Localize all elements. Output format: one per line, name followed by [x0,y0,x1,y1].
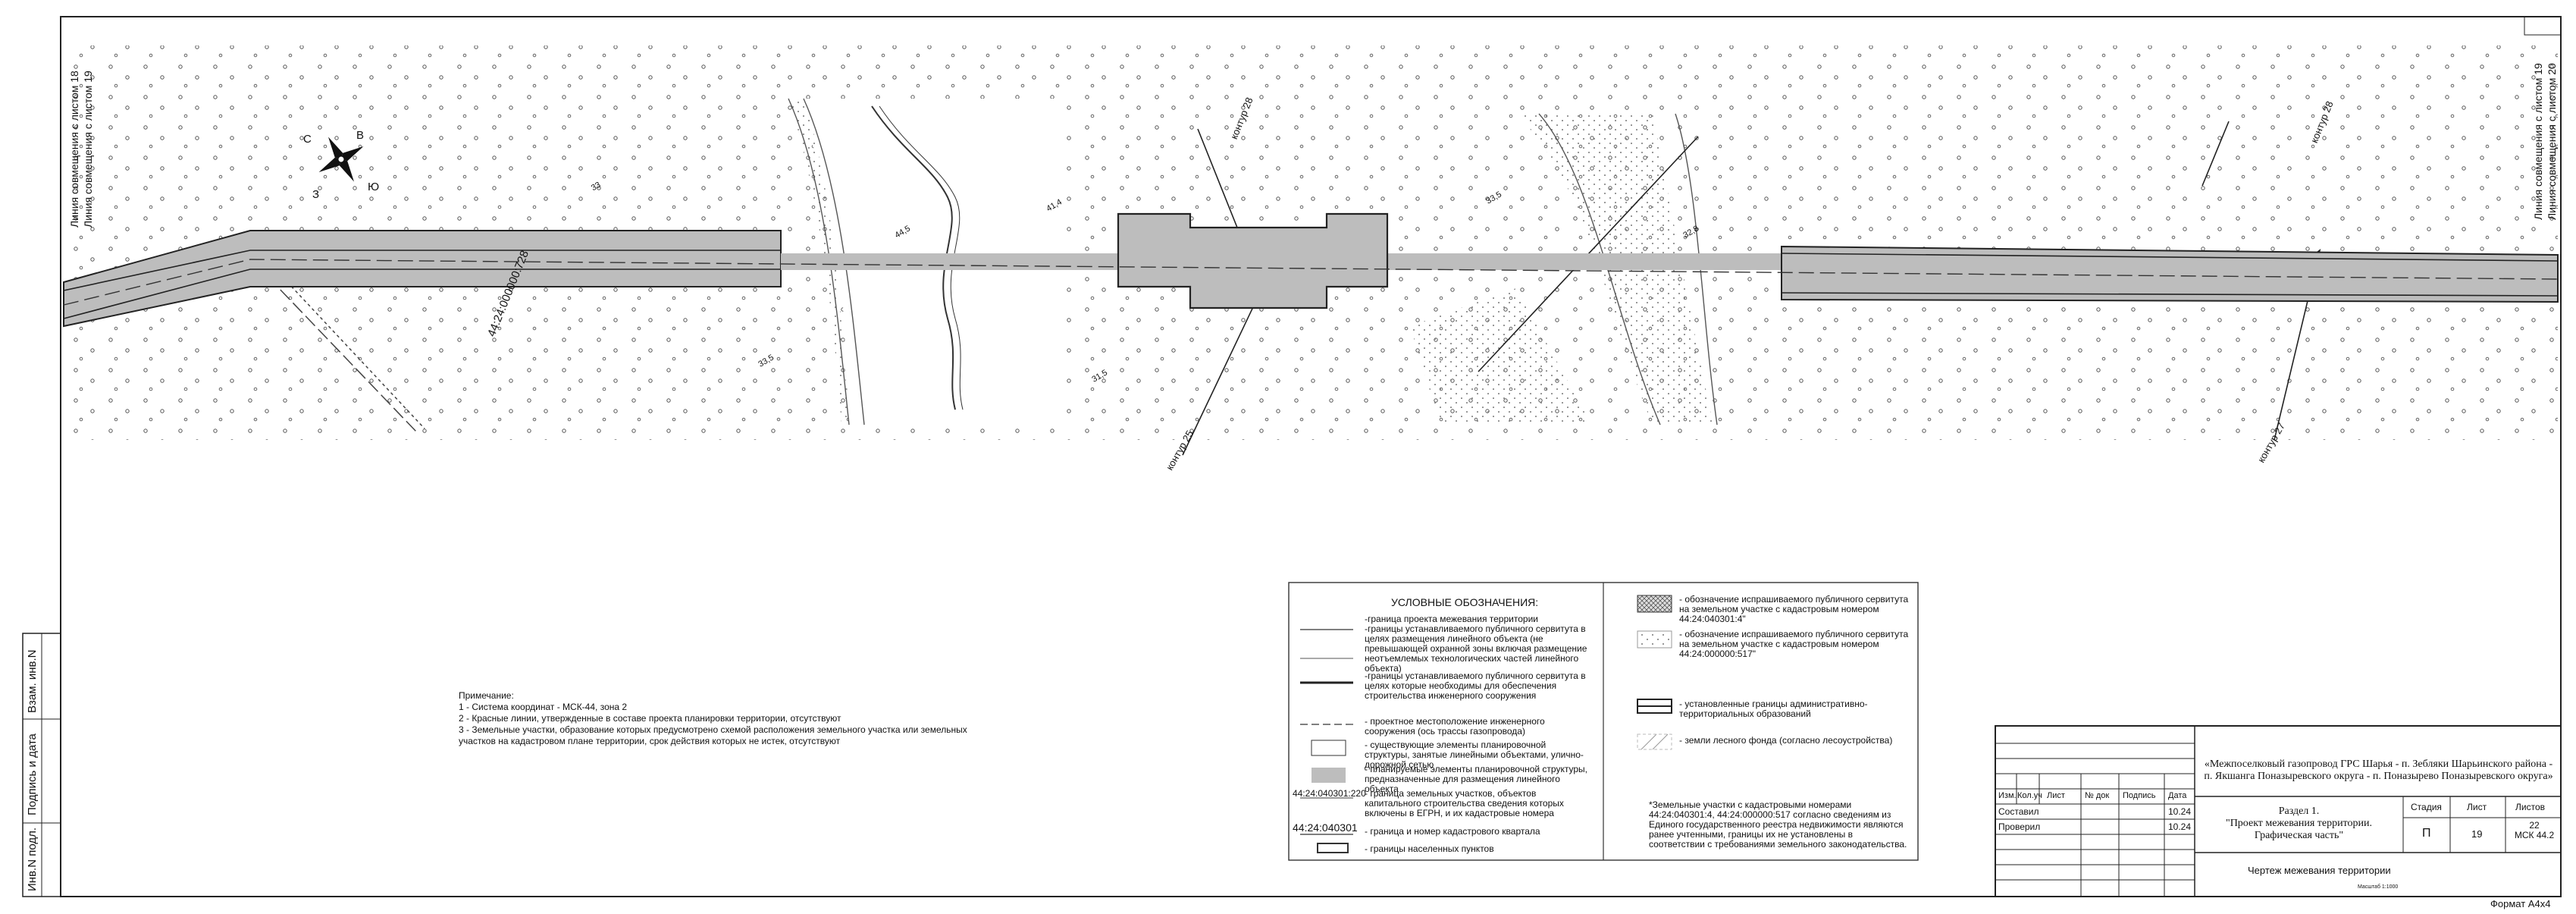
match-line-left-1: Линия совмещения с листом 18 [68,71,80,228]
legend-item: - установленные границы административно-… [1679,699,1868,719]
note-item: 1 - Система координат - МСК-44, зона 2 [459,702,628,712]
project-title: «Межпоселковый газопровод ГРС Шарья - п.… [2204,759,2553,782]
notes-block: Примечание: 1 - Система координат - МСК-… [459,690,974,747]
legend-quarter-example: 44:24:040301 [1293,821,1358,834]
corner-box [2524,16,2562,36]
sheets-value: 22 МСК 44.2 [2514,820,2555,840]
section-title: Раздел 1. "Проект межевания территории. … [2225,806,2373,841]
compiled-label: Составил [1998,806,2039,817]
pipeline-axis [63,259,2559,306]
legend-item: - граница и номер кадастрового квартала [1365,826,1540,837]
side-inv-label: Инв.N подл. [26,827,39,891]
compass-south: Ю [368,181,380,193]
outer-frame [60,16,2562,897]
legend-item: - обозначение испрашиваемого публичного … [1679,594,1909,624]
legend-item: - земли лесного фонда (согласно лесоустр… [1679,735,1893,746]
sheet-value: 19 [2471,828,2483,840]
title-block [1995,725,2562,897]
match-line-left-2: Линия совмещения с листом 19 [82,71,94,228]
notes-title: Примечание: [459,690,514,701]
legend-item: - существующие элементы планировочной ст… [1365,740,1584,770]
legend-title: УСЛОВНЫЕ ОБОЗНАЧЕНИЯ: [1391,596,1539,608]
corridor-west [63,230,782,328]
legend-item: -граница проекта межевания территории [1365,614,1538,624]
compass-west: З [312,188,320,201]
col-doc: № док [2085,791,2110,800]
winding-road [871,105,956,410]
construction-site [1117,212,1389,309]
match-line-right-1: Линия совмещения с листом 19 [2532,63,2544,220]
col-sign: Подпись [2123,791,2156,800]
col-list: Лист [2047,791,2065,800]
drawing-name: Чертеж межевания территории [2248,865,2391,876]
side-replace-label: Взам. инв.N [26,649,39,713]
corridor-east [1781,245,2559,303]
legend-item: - обозначение испрашиваемого публичного … [1679,629,1909,659]
stage-value: П [2422,827,2431,840]
sheet-label: Лист [2467,802,2487,812]
col-date: Дата [2168,791,2187,800]
legend-parcel-example: 44:24:040301:220 [1293,788,1366,799]
legend-item: - граница земельных участков, объектов к… [1365,788,1564,818]
legend-item: - границы населенных пунктов [1365,843,1494,854]
side-sign-label: Подпись и дата [26,733,39,815]
legend-footnote: *Земельные участки с кадастровыми номера… [1649,799,1907,850]
checked-label: Проверил [1998,821,2041,832]
road-line [788,98,850,426]
format-label: Формат А4х4 [2490,898,2551,909]
compass-east: В [356,129,365,142]
contour-line [1197,128,1244,243]
compass-icon [318,137,364,182]
sheets-label: Листов [2515,802,2545,812]
date-2: 10.24 [2168,821,2192,832]
legend-item: - планируемые элементы планировочной стр… [1365,764,1587,794]
legend-item: -границы устанавливаемого публичного сер… [1365,623,1587,674]
legend-item: - проектное местоположение инженерного с… [1365,716,1545,737]
scale-text: Масштаб 1:1000 [2358,884,2399,890]
compass-north: С [303,133,312,146]
col-izm: Изм. [1998,791,2017,800]
date-1: 10.24 [2168,806,2192,817]
legend-item: -границы устанавливаемого публичного сер… [1365,671,1586,701]
col-kol: Кол.уч [2017,791,2042,800]
stage-label: Стадия [2411,802,2442,812]
note-item: 3 - Земельные участки, образование котор… [459,724,967,746]
match-line-right-2: Линия совмещения с листом 20 [2546,63,2558,220]
note-item: 2 - Красные линии, утвержденные в состав… [459,713,841,724]
